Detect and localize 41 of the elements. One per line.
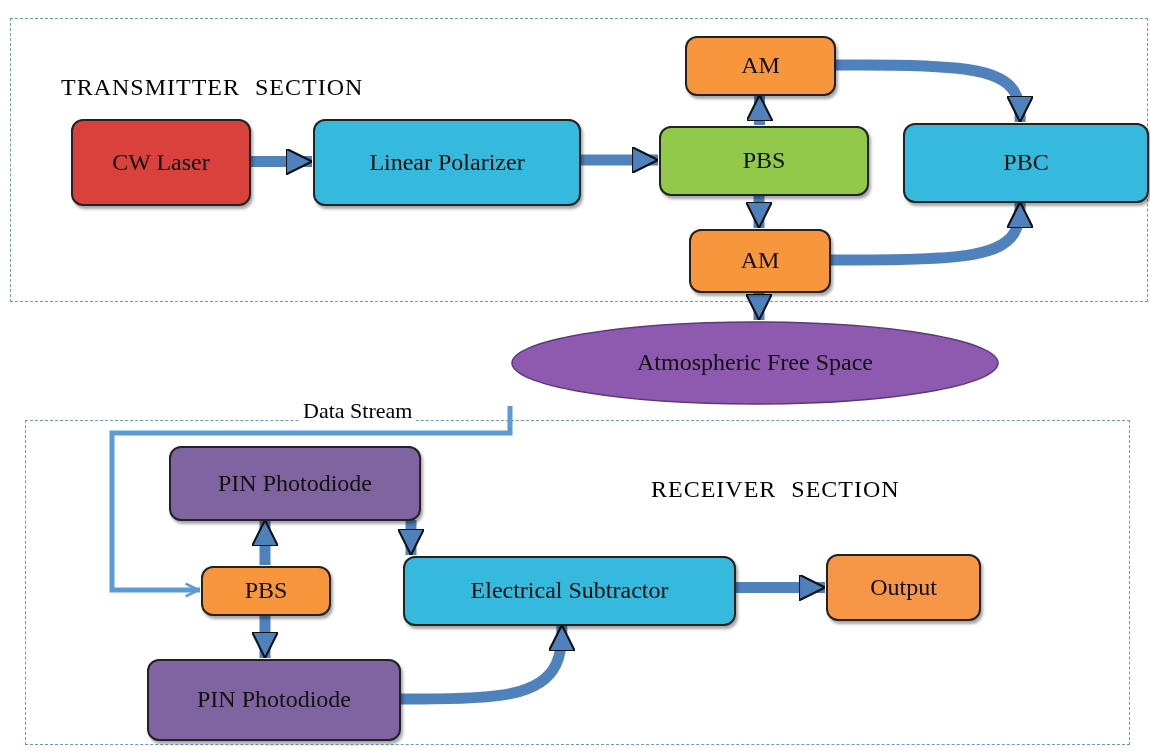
node-label: PIN Photodiode [197,686,351,714]
process-box [147,659,401,741]
process-box [169,446,421,521]
node-label: AM [740,247,780,275]
node-label: PBC [1003,149,1049,177]
process-box [689,229,831,293]
node-label: Linear Polarizer [369,148,525,177]
block-arrow [250,615,280,660]
block-arrow [580,145,660,175]
section-frame [25,420,1130,745]
section-heading: RECEIVER SECTION [651,476,900,503]
process-box [313,119,581,206]
block-arrow [830,200,1035,266]
process-box [903,123,1149,203]
section-frame [10,18,1148,302]
process-box [201,566,331,616]
block-arrow [396,520,426,557]
block-arrow [745,93,774,125]
block-arrow [744,292,774,322]
node-label: Electrical Subtractor [470,577,669,605]
process-box [403,556,736,626]
block-arrow [250,518,280,565]
section-heading: TRANSMITTER SECTION [61,74,364,101]
node-label: CW Laser [112,148,210,177]
block-arrow [250,147,314,176]
node-label: Output [870,573,937,602]
process-box [71,119,251,206]
process-box [826,554,981,621]
node-label: Atmospheric Free Space [636,349,874,377]
node-label: PIN Photodiode [218,469,372,498]
process-box [659,126,869,196]
ellipse-node [510,320,1000,406]
block-arrow [744,195,774,230]
node-label: PBS [742,147,786,175]
block-arrow [400,623,576,705]
arrow [109,406,513,598]
process-box [685,36,836,96]
block-arrow [735,573,827,602]
node-label: AM [741,52,780,80]
block-arrow [835,59,1035,124]
node-label: PBS [244,577,288,605]
